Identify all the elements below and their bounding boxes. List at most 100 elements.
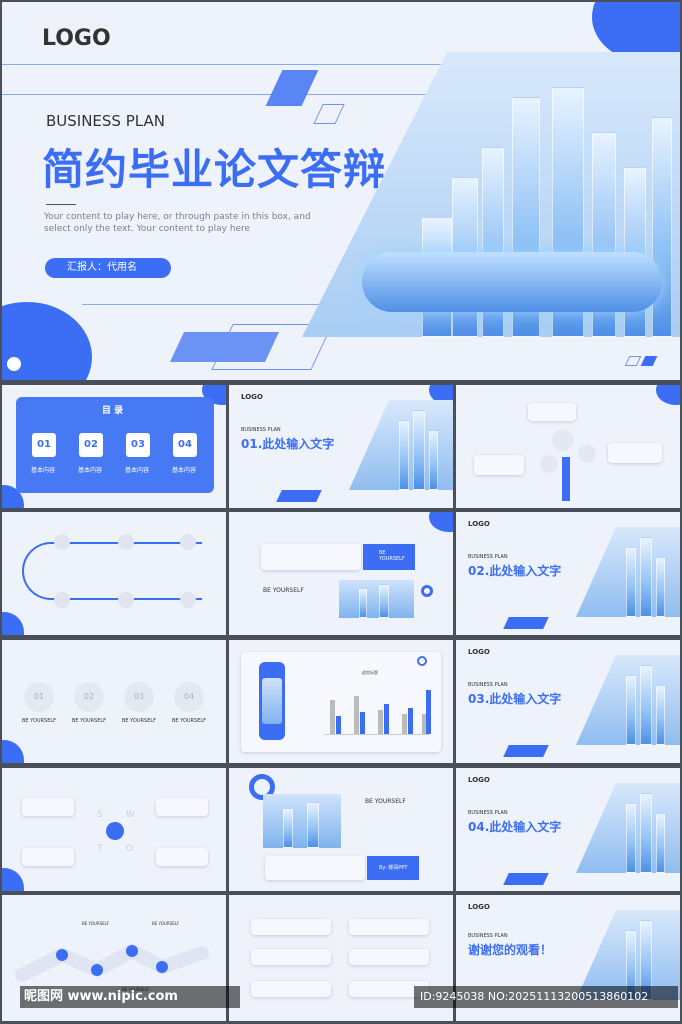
chart-area <box>324 680 431 735</box>
section-slide-4[interactable]: LOGO BUSINESS PLAN 04.此处输入文字 <box>456 768 680 891</box>
divider-line <box>2 94 442 95</box>
circle-number: 04 <box>174 682 204 712</box>
timeline-path <box>22 542 202 600</box>
zigzag-node <box>156 961 168 973</box>
chart-title: 趋势标题 <box>362 670 378 675</box>
logo: LOGO <box>468 520 490 528</box>
section-title: 03.此处输入文字 <box>468 692 562 706</box>
reporter-badge: 汇报人：代用名 <box>45 258 171 278</box>
list-item <box>349 949 429 965</box>
section-title: 02.此处输入文字 <box>468 564 562 578</box>
timeline-node <box>54 534 70 550</box>
timeline-node <box>54 592 70 608</box>
heading: BE YOURSELF <box>72 718 107 724</box>
city-image <box>349 400 453 490</box>
subtitle: BUSINESS PLAN <box>468 933 508 939</box>
toc-title: 目 录 <box>102 406 124 416</box>
swot-letter: W <box>126 810 135 820</box>
section-slide-3[interactable]: LOGO BUSINESS PLAN 03.此处输入文字 <box>456 640 680 763</box>
heading: BE YOURSELF <box>172 718 207 724</box>
tree-slide[interactable] <box>456 385 680 508</box>
subtitle: BUSINESS PLAN <box>468 682 508 688</box>
description-line-1: Your content to play here, or through pa… <box>44 212 311 222</box>
corner-blob <box>656 385 680 405</box>
bar <box>426 690 431 734</box>
text-box <box>156 798 208 816</box>
toc-number[interactable]: 04 <box>173 433 197 457</box>
id-watermark: ID:9245038 NO:20251113200513860102 <box>414 986 678 1008</box>
deco-parallelogram <box>265 70 319 106</box>
text-box <box>22 798 74 816</box>
toc-label: 基本内容 <box>31 467 56 474</box>
deco-outline <box>624 356 642 366</box>
toc-number[interactable]: 03 <box>126 433 150 457</box>
closing-title: 谢谢您的观看！ <box>468 943 553 957</box>
deco-parallelogram <box>503 617 549 629</box>
bar <box>330 700 335 734</box>
corner-blob <box>2 612 24 635</box>
text-box <box>474 455 524 475</box>
deco-ring <box>421 585 433 597</box>
bar <box>422 714 427 734</box>
bar <box>378 710 383 734</box>
subtitle: BUSINESS PLAN <box>241 427 281 433</box>
logo: LOGO <box>468 776 490 784</box>
be-yourself-slide-2[interactable]: BE YOURSELF By: 楼哥PPT <box>229 768 453 891</box>
timeline-node <box>180 592 196 608</box>
corner-blob <box>2 868 24 891</box>
section-slide-1[interactable]: LOGO BUSINESS PLAN 01.此处输入文字 <box>229 385 453 508</box>
circles-slide[interactable]: 01 02 03 04 BE YOURSELF BE YOURSELF BE Y… <box>2 640 226 763</box>
toc-slide[interactable]: 目 录 01 02 03 04 基本内容 基本内容 基本内容 基本内容 <box>2 385 226 508</box>
deco-ring <box>417 656 427 666</box>
city-image <box>576 783 680 873</box>
list-item <box>349 919 429 935</box>
list-item <box>251 919 331 935</box>
toc-label: 基本内容 <box>172 467 197 474</box>
tree-trunk <box>562 457 570 501</box>
timeline-node <box>118 534 134 550</box>
toc-label: 基本内容 <box>125 467 150 474</box>
timeline-node <box>118 592 134 608</box>
circle-number: 03 <box>124 682 154 712</box>
center-dot <box>106 822 124 840</box>
author-tag: By: 楼哥PPT <box>367 856 419 880</box>
toc-label: 基本内容 <box>78 467 103 474</box>
section-title: 04.此处输入文字 <box>468 820 562 834</box>
swot-letter: T <box>97 844 103 854</box>
description-line-2: select only the text. Your content to pl… <box>44 224 251 234</box>
toc-number[interactable]: 01 <box>32 433 56 457</box>
be-yourself-slide-1[interactable]: BE YOURSELF BE YOURSELF <box>229 512 453 635</box>
deco-parallelogram <box>503 745 549 757</box>
toc-number[interactable]: 02 <box>79 433 103 457</box>
deco-parallelogram <box>503 873 549 885</box>
hero-slide[interactable]: LOGO BUSINESS PLAN 简约毕业论文答辩 Your content… <box>2 2 680 380</box>
heading: BE YOURSELF <box>365 798 406 805</box>
deco-outline <box>313 104 345 124</box>
text-box <box>156 848 208 866</box>
corner-blob <box>2 740 24 763</box>
watch-screen <box>262 678 282 724</box>
subtitle: BUSINESS PLAN <box>468 554 508 560</box>
chart-slide[interactable]: 趋势标题 <box>229 640 453 763</box>
bar <box>354 696 359 734</box>
section-slide-2[interactable]: LOGO BUSINESS PLAN 02.此处输入文字 <box>456 512 680 635</box>
heading: BE YOURSELF <box>263 587 304 594</box>
bar <box>402 714 407 734</box>
logo: LOGO <box>42 26 111 51</box>
bar <box>408 708 413 734</box>
city-image <box>339 580 414 618</box>
bar <box>336 716 341 734</box>
circle-number: 01 <box>24 682 54 712</box>
text-box <box>608 443 662 463</box>
divider-line <box>2 64 442 65</box>
subtitle: BUSINESS PLAN <box>46 112 165 130</box>
swot-slide[interactable]: S W T O <box>2 768 226 891</box>
swot-letter: O <box>126 844 134 854</box>
tree-node <box>540 455 558 473</box>
text-box <box>261 544 361 570</box>
zigzag-node <box>56 949 68 961</box>
logo: LOGO <box>241 393 263 401</box>
heading: BE YOURSELF <box>122 718 157 724</box>
timeline-slide[interactable] <box>2 512 226 635</box>
subtitle: BUSINESS PLAN <box>468 810 508 816</box>
